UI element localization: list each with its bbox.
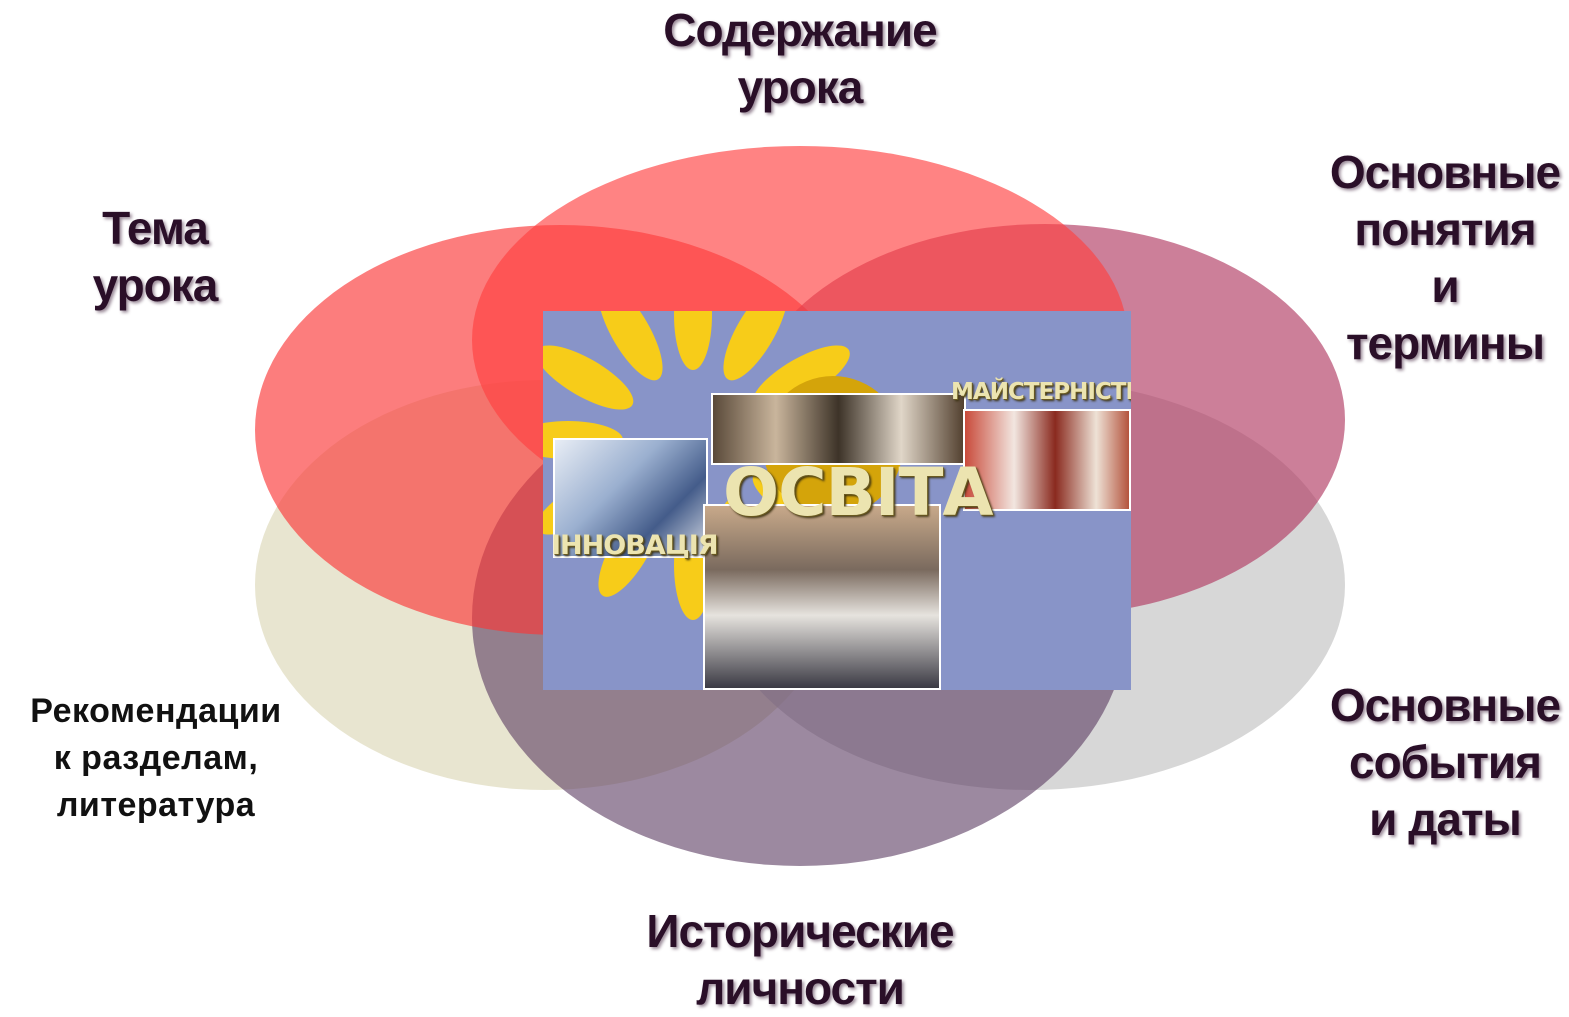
- label-line: урока: [92, 259, 219, 311]
- collage-photo-children: [703, 504, 941, 690]
- label-line: Основные: [1329, 679, 1561, 731]
- label-key-events: Основные события и даты: [1310, 677, 1569, 848]
- label-historical-figures: Исторические личности: [590, 903, 1010, 1017]
- label-line: и даты: [1369, 793, 1522, 845]
- photo-word-innovatsiya: ІННОВАЦІЯ: [551, 530, 719, 561]
- label-line: понятия: [1354, 203, 1536, 255]
- label-line: и: [1431, 260, 1459, 312]
- label-line: Рекомендации: [30, 692, 282, 730]
- collage-photo-sailors: [553, 438, 708, 558]
- label-line: к разделам,: [53, 739, 259, 777]
- collage-photo-classroom: [711, 393, 966, 465]
- label-line: Содержание: [663, 4, 937, 56]
- center-photo-collage: МАЙСТЕРНІСТЬ ОСВІТА ІННОВАЦІЯ: [543, 311, 1131, 690]
- sunflower-petal: [674, 311, 712, 370]
- collage-photo-folk-costumes: [963, 409, 1131, 511]
- label-line: Основные: [1329, 146, 1561, 198]
- label-recommendations: Рекомендации к разделам, литература: [0, 688, 312, 829]
- label-line: термины: [1346, 317, 1545, 369]
- label-line: литература: [56, 786, 256, 824]
- label-line: урока: [737, 61, 864, 113]
- label-lesson-content: Содержание урока: [600, 2, 1000, 116]
- label-line: события: [1348, 736, 1542, 788]
- label-line: Тема: [102, 202, 209, 254]
- photo-word-maisternist: МАЙСТЕРНІСТЬ: [951, 379, 1131, 405]
- label-key-concepts: Основные понятия и термины: [1310, 144, 1569, 372]
- label-line: личности: [696, 962, 905, 1014]
- label-lesson-topic: Тема урока: [40, 200, 270, 314]
- label-line: Исторические: [646, 905, 954, 957]
- photo-word-osvita: ОСВІТА: [723, 454, 994, 531]
